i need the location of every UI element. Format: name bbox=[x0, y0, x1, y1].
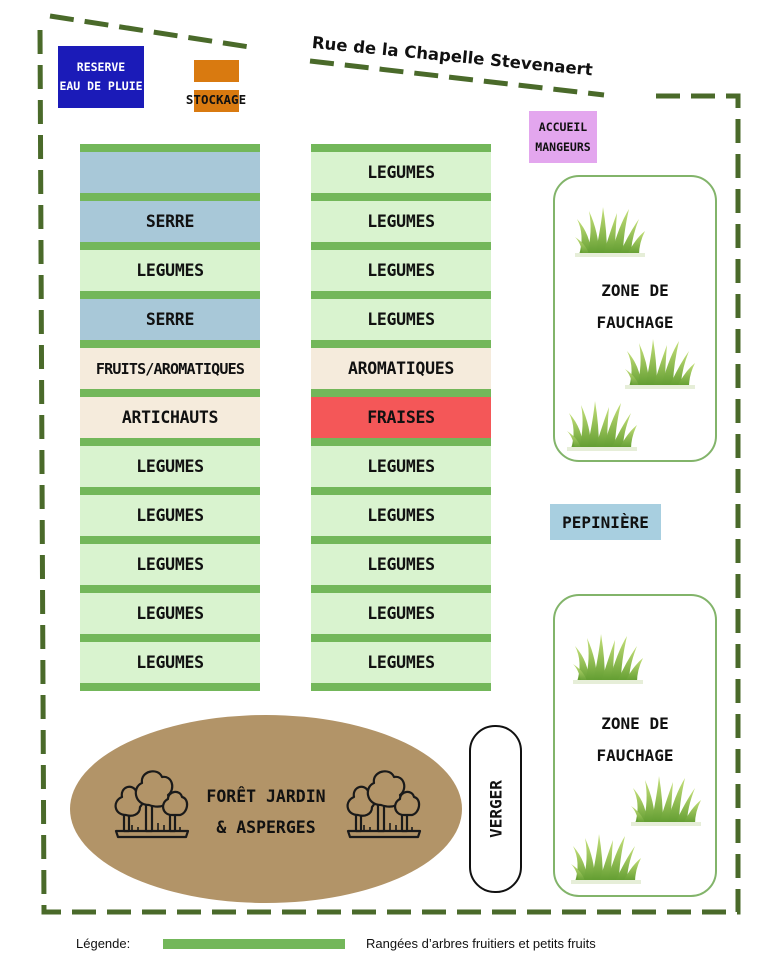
left-bed-column: SERRE LEGUMES SERRE FRUITS/AROMATIQUES ARTIC… bbox=[80, 144, 260, 691]
foret-line-1: FORÊT JARDIN bbox=[206, 787, 326, 806]
grass-tuft-icon bbox=[575, 205, 647, 257]
tree-row-strip bbox=[311, 340, 491, 348]
grass-tuft-icon bbox=[631, 774, 703, 826]
zone-top-line-1: ZONE DE bbox=[601, 281, 669, 300]
left-bed-fruits-aromatiques: FRUITS/AROMATIQUES bbox=[80, 348, 260, 389]
middle-bed-legumes: LEGUMES bbox=[311, 299, 491, 340]
mowing-zone-top-label: ZONE DE FAUCHAGE bbox=[555, 275, 715, 339]
tree-row-strip bbox=[80, 144, 260, 152]
left-bed-legumes: LEGUMES bbox=[80, 593, 260, 634]
tree-cluster-icon bbox=[342, 767, 424, 839]
middle-bed-legumes: LEGUMES bbox=[311, 544, 491, 585]
visitor-welcome: ACCUEIL MANGEURS bbox=[529, 111, 597, 163]
legend-tree-row-swatch bbox=[163, 939, 345, 949]
tree-row-strip bbox=[80, 291, 260, 299]
middle-bed-aromatiques: AROMATIQUES bbox=[311, 348, 491, 389]
mowing-zone-bottom: ZONE DE FAUCHAGE bbox=[553, 594, 717, 897]
tree-row-strip bbox=[311, 536, 491, 544]
middle-bed-legumes: LEGUMES bbox=[311, 446, 491, 487]
orchard: VERGER bbox=[469, 725, 522, 893]
accueil-line-2: MANGEURS bbox=[535, 140, 591, 154]
grass-tuft-icon bbox=[625, 337, 697, 389]
left-bed-serre: SERRE bbox=[80, 201, 260, 242]
middle-bed-legumes: LEGUMES bbox=[311, 495, 491, 536]
tree-row-strip bbox=[80, 242, 260, 250]
tree-row-strip bbox=[311, 193, 491, 201]
foret-line-2: & ASPERGES bbox=[216, 818, 316, 837]
storage-block-top bbox=[194, 60, 239, 82]
middle-bed-legumes: LEGUMES bbox=[311, 593, 491, 634]
tree-row-strip bbox=[80, 487, 260, 495]
tree-row-strip bbox=[80, 389, 260, 397]
zone-bottom-line-2: FAUCHAGE bbox=[596, 746, 674, 765]
tree-row-strip bbox=[311, 487, 491, 495]
forest-garden: FORÊT JARDIN & ASPERGES bbox=[70, 715, 462, 903]
left-bed-legumes: LEGUMES bbox=[80, 495, 260, 536]
middle-bed-fraises: FRAISES bbox=[311, 397, 491, 438]
left-bed-unlabeled bbox=[80, 152, 260, 193]
middle-bed-column: LEGUMES LEGUMES LEGUMES LEGUMES AROMATIQUES F… bbox=[311, 144, 491, 691]
tree-row-strip bbox=[80, 585, 260, 593]
left-bed-legumes: LEGUMES bbox=[80, 446, 260, 487]
left-bed-legumes: LEGUMES bbox=[80, 250, 260, 291]
mowing-zone-top: ZONE DE FAUCHAGE bbox=[553, 175, 717, 462]
forest-garden-label: FORÊT JARDIN & ASPERGES bbox=[190, 781, 342, 843]
mowing-zone-bottom-label: ZONE DE FAUCHAGE bbox=[555, 708, 715, 772]
middle-bed-legumes: LEGUMES bbox=[311, 250, 491, 291]
middle-bed-legumes: LEGUMES bbox=[311, 201, 491, 242]
middle-bed-legumes: LEGUMES bbox=[311, 642, 491, 683]
tree-row-strip bbox=[311, 438, 491, 446]
storage-label: STOCKAGE bbox=[185, 92, 247, 107]
left-bed-legumes: LEGUMES bbox=[80, 544, 260, 585]
tree-row-strip bbox=[311, 242, 491, 250]
tree-row-strip bbox=[311, 389, 491, 397]
tree-row-strip bbox=[80, 683, 260, 691]
tree-row-strip bbox=[311, 634, 491, 642]
tree-row-strip bbox=[311, 291, 491, 299]
tree-row-strip bbox=[311, 683, 491, 691]
rainwater-reserve: RESERVE EAU DE PLUIE bbox=[58, 46, 144, 108]
reserve-line-2: EAU DE PLUIE bbox=[59, 79, 143, 93]
left-bed-artichauts: ARTICHAUTS bbox=[80, 397, 260, 438]
grass-tuft-icon bbox=[567, 399, 639, 451]
zone-top-line-2: FAUCHAGE bbox=[596, 313, 674, 332]
tree-row-strip bbox=[311, 144, 491, 152]
orchard-label: VERGER bbox=[486, 780, 505, 838]
accueil-line-1: ACCUEIL bbox=[538, 120, 588, 134]
left-bed-serre: SERRE bbox=[80, 299, 260, 340]
nursery: PEPINIÈRE bbox=[550, 504, 661, 540]
tree-row-strip bbox=[80, 438, 260, 446]
left-bed-legumes: LEGUMES bbox=[80, 642, 260, 683]
tree-row-strip bbox=[80, 340, 260, 348]
reserve-line-1: RESERVE bbox=[76, 60, 126, 74]
tree-row-strip bbox=[80, 193, 260, 201]
storage-block-bottom bbox=[194, 90, 239, 112]
legend-text: Rangées d’arbres fruitiers et petits fru… bbox=[366, 936, 596, 951]
tree-cluster-icon bbox=[110, 767, 192, 839]
tree-row-strip bbox=[80, 634, 260, 642]
middle-bed-legumes: LEGUMES bbox=[311, 152, 491, 193]
grass-tuft-icon bbox=[571, 832, 643, 884]
legend-title: Légende: bbox=[76, 936, 131, 951]
tree-row-strip bbox=[311, 585, 491, 593]
grass-tuft-icon bbox=[573, 632, 645, 684]
zone-bottom-line-1: ZONE DE bbox=[601, 714, 669, 733]
tree-row-strip bbox=[80, 536, 260, 544]
